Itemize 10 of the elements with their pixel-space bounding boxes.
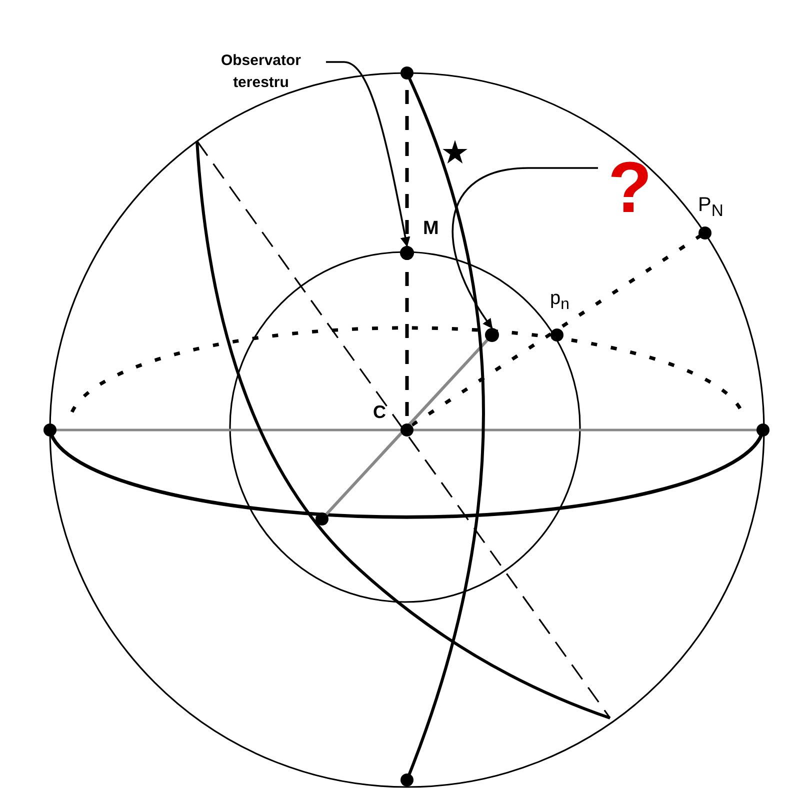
point-label: P$_{N}$ bbox=[698, 194, 724, 221]
point-dot bbox=[485, 328, 499, 342]
point-label: M bbox=[423, 218, 439, 240]
point-label: p$_{n}$ bbox=[550, 288, 570, 314]
node-label: Observator terestru bbox=[196, 50, 326, 100]
point-dot bbox=[400, 246, 414, 260]
question-mark: ? bbox=[598, 148, 662, 228]
arrow bbox=[326, 61, 410, 247]
point-label: C bbox=[373, 402, 386, 423]
arrow bbox=[452, 167, 598, 329]
